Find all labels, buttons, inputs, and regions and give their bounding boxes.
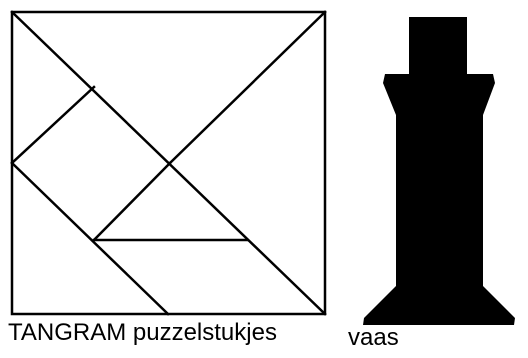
tangram-small-triangle-edge bbox=[94, 163, 170, 240]
tangram-parallelogram-diagonal bbox=[12, 163, 168, 314]
tangram-caption: TANGRAM puzzelstukjes bbox=[8, 321, 277, 345]
tangram-square bbox=[12, 12, 325, 314]
vase-caption: vaas bbox=[348, 326, 399, 350]
tangram-diagonal-upper-right bbox=[170, 12, 325, 163]
vase-silhouette bbox=[363, 17, 515, 325]
tangram-square-piece-edge bbox=[12, 87, 94, 163]
